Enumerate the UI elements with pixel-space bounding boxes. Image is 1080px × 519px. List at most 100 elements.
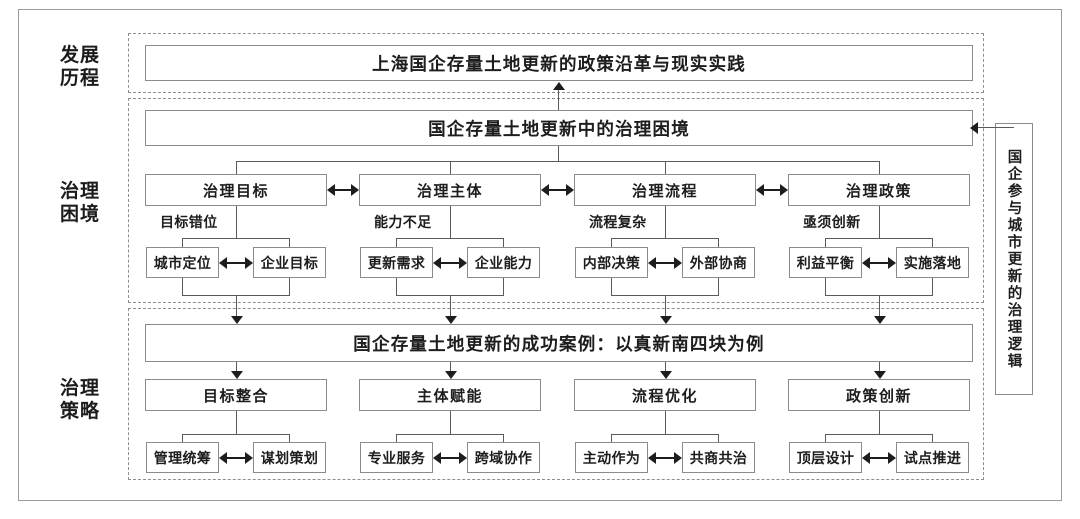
dilemma-col1-stem <box>236 206 238 239</box>
dilemma-col3-stem <box>665 206 667 239</box>
strategy-leaf-3b: 共商共治 <box>682 442 755 473</box>
dilemma-category-1: 治理目标 <box>145 174 327 206</box>
strategy-leaf-link-1 <box>219 452 253 464</box>
strategy-col1-drop-a <box>182 434 184 443</box>
dilemma-col3-bar <box>611 238 719 240</box>
section-strategy <box>128 308 984 480</box>
section-dilemma <box>128 98 984 303</box>
dilemma-trunk <box>558 146 560 162</box>
dilemma-drop-3 <box>665 161 667 175</box>
dilemma-col2-foot-stem <box>450 295 452 320</box>
dilemma-category-2: 治理主体 <box>359 174 541 206</box>
strategy-drop-1 <box>236 362 238 375</box>
dilemma-col2-bar <box>396 238 504 240</box>
strategy-leaf-link-2 <box>433 452 467 464</box>
side-arrow-head <box>970 122 978 134</box>
stage-label-dilemma: 治理 困境 <box>59 180 100 225</box>
dilemma-leaf-link-4 <box>862 257 896 269</box>
strategy-leaf-2b: 跨域协作 <box>467 442 540 473</box>
dilemma-col2-drop-a <box>396 238 398 248</box>
dilemma-col3-drop-b <box>718 238 720 248</box>
strategy-col3-drop-b <box>718 434 720 443</box>
dilemma-leaf-link-1 <box>219 257 253 269</box>
strategy-arrow-4 <box>874 371 886 379</box>
dilemma-col2-drop-b <box>503 238 505 248</box>
strategy-leaf-1a: 管理统筹 <box>146 442 219 473</box>
connector-dev-dilemma-arrow <box>553 82 565 90</box>
dilemma-col2-foot-b <box>503 278 505 296</box>
dilemma-leaf-3b: 外部协商 <box>682 247 755 278</box>
outer-frame <box>18 9 1062 501</box>
strategy-leaf-4a: 顶层设计 <box>789 442 862 473</box>
strategy-drop-4 <box>879 362 881 375</box>
dilemma-col1-foot-arrow <box>231 316 243 324</box>
strategy-arrow-2 <box>445 371 457 379</box>
dilemma-col3-foot-a <box>611 278 613 296</box>
strategy-col3-bar <box>611 434 719 436</box>
dilemma-drop-1 <box>236 161 238 175</box>
strategy-arrow-1 <box>231 371 243 379</box>
dilemma-col1-drop-b <box>289 238 291 248</box>
dilemma-leaf-link-3 <box>648 257 682 269</box>
dilemma-col4-stem <box>879 206 881 239</box>
dilemma-cat-link-1-2 <box>327 184 359 196</box>
dilemma-col2-foot-a <box>396 278 398 296</box>
dilemma-col4-foot-b <box>932 278 934 296</box>
strategy-col4-bar <box>825 434 933 436</box>
title-development: 上海国企存量土地更新的政策沿革与现实实践 <box>145 45 973 81</box>
dilemma-col2-stem <box>450 206 452 239</box>
dilemma-leaf-2b: 企业能力 <box>467 247 540 278</box>
dilemma-col1-drop-a <box>182 238 184 248</box>
strategy-col2-drop-b <box>503 434 505 443</box>
dilemma-col4-foot-stem <box>879 295 881 320</box>
dilemma-col2-foot-arrow <box>445 316 457 324</box>
stage-label-strategy: 治理 策略 <box>59 377 100 422</box>
dilemma-leaf-4b: 实施落地 <box>896 247 969 278</box>
strategy-leaf-4b: 试点推进 <box>896 442 969 473</box>
dilemma-cat-link-2-3 <box>541 184 574 196</box>
title-dilemma: 国企存量土地更新中的治理困境 <box>145 110 973 146</box>
dilemma-caption-2: 能力不足 <box>374 215 432 231</box>
side-logic-box: 国企参与城市更新的治理逻辑 <box>995 123 1033 395</box>
dilemma-caption-1: 目标错位 <box>160 215 218 231</box>
strategy-col2-stem <box>450 411 452 435</box>
dilemma-drop-4 <box>879 161 881 175</box>
dilemma-col1-foot-b <box>289 278 291 296</box>
dilemma-col4-drop-a <box>825 238 827 248</box>
strategy-col4-drop-a <box>825 434 827 443</box>
strategy-drop-3 <box>665 362 667 375</box>
dilemma-leaf-4a: 利益平衡 <box>789 247 862 278</box>
dilemma-col3-foot-b <box>718 278 720 296</box>
dilemma-col1-bar <box>182 238 290 240</box>
dilemma-col1-foot-a <box>182 278 184 296</box>
strategy-leaf-2a: 专业服务 <box>360 442 433 473</box>
strategy-col2-drop-a <box>396 434 398 443</box>
dilemma-col4-foot-arrow <box>874 316 886 324</box>
strategy-category-3: 流程优化 <box>574 379 756 411</box>
strategy-col1-bar <box>182 434 290 436</box>
dilemma-leaf-3a: 内部决策 <box>575 247 648 278</box>
strategy-col3-drop-a <box>611 434 613 443</box>
dilemma-col1-foot-stem <box>236 295 238 320</box>
dilemma-category-3: 治理流程 <box>574 174 756 206</box>
dilemma-col3-foot-stem <box>665 295 667 320</box>
dilemma-category-4: 治理政策 <box>788 174 970 206</box>
section-development <box>128 33 984 93</box>
strategy-category-2: 主体赋能 <box>359 379 541 411</box>
strategy-col1-drop-b <box>289 434 291 443</box>
dilemma-dist-bar <box>236 161 880 163</box>
dilemma-leaf-link-2 <box>433 257 467 269</box>
strategy-drop-2 <box>450 362 452 375</box>
strategy-col3-stem <box>665 411 667 435</box>
strategy-col1-stem <box>236 411 238 435</box>
dilemma-leaf-1a: 城市定位 <box>146 247 219 278</box>
side-arrow-stem-h <box>978 127 1014 129</box>
strategy-category-4: 政策创新 <box>788 379 970 411</box>
dilemma-leaf-1b: 企业目标 <box>253 247 326 278</box>
dilemma-leaf-2a: 更新需求 <box>360 247 433 278</box>
dilemma-col3-drop-a <box>611 238 613 248</box>
strategy-col2-bar <box>396 434 504 436</box>
strategy-col4-stem <box>879 411 881 435</box>
strategy-leaf-link-3 <box>648 452 682 464</box>
